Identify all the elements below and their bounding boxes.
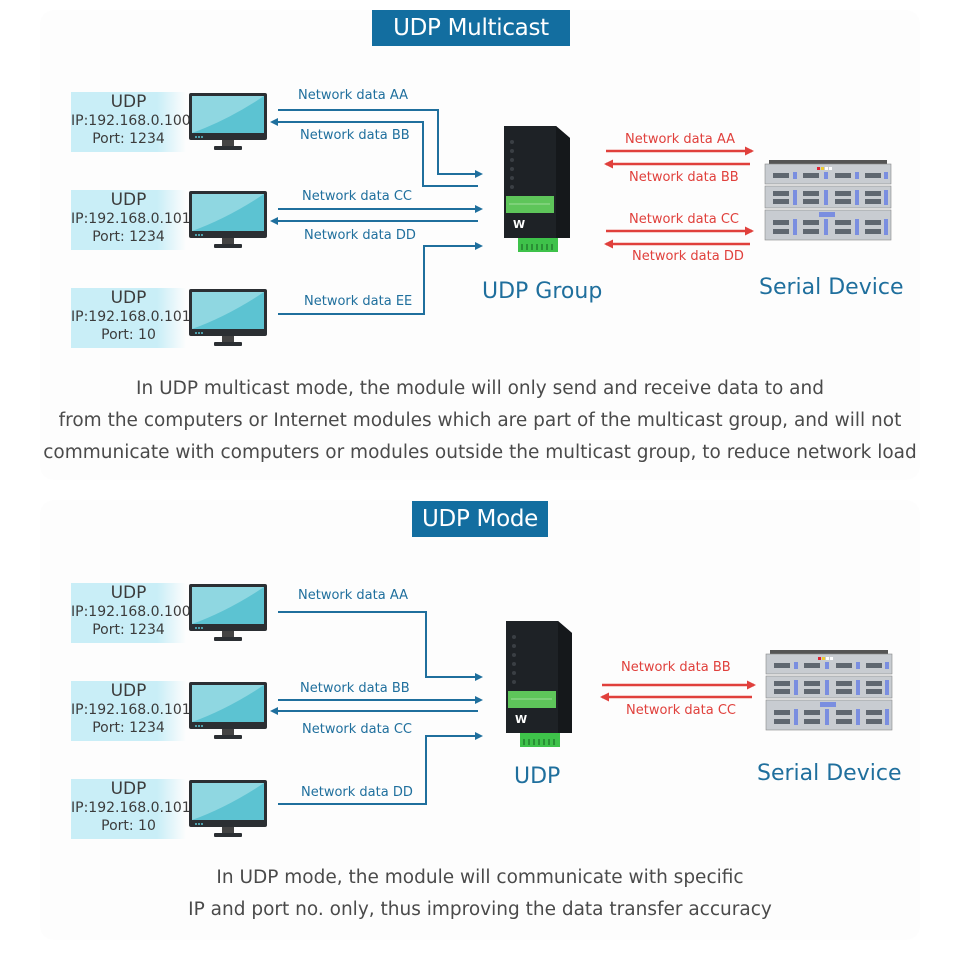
udp-module-device-icon: W: [506, 621, 572, 747]
link-label: Network data BB: [300, 681, 410, 696]
link-label: Network data CC: [629, 212, 739, 227]
pc-protocol: UDP: [110, 190, 147, 210]
link-label: Network data CC: [302, 189, 412, 204]
pc-ip: IP:192.168.0.101: [71, 211, 191, 227]
multicast-description: In UDP multicast mode, the module will o…: [40, 373, 920, 469]
pc-protocol: UDP: [110, 681, 147, 701]
pc-ip: IP:192.168.0.100: [71, 113, 191, 129]
pc-port: Port: 10: [101, 818, 156, 834]
link-label: Network data BB: [300, 128, 410, 143]
link-label: Network data DD: [304, 228, 416, 243]
link-label: Network data AA: [298, 588, 408, 603]
pc-port: Port: 10: [101, 327, 156, 343]
pc-label: UDP IP:192.168.0.100 Port: 1234: [71, 583, 191, 643]
link-label: Network data CC: [626, 703, 736, 718]
link-label: Network data AA: [298, 88, 408, 103]
pc-ip: IP:192.168.0.101: [71, 309, 191, 325]
link-label: Network data EE: [304, 294, 413, 309]
pc-port: Port: 1234: [92, 131, 165, 147]
serial-device-server-icon: [765, 650, 893, 731]
description-line: from the computers or Internet modules w…: [58, 410, 902, 431]
monitor-icon: [189, 584, 267, 641]
description-line: communicate with computers or modules ou…: [43, 442, 917, 463]
pc-ip: IP:192.168.0.101: [71, 702, 191, 718]
serial-device-caption: Serial Device: [757, 761, 902, 786]
link-label: Network data BB: [629, 170, 739, 185]
pc-label: UDP IP:192.168.0.101 Port: 10: [71, 288, 191, 348]
udp-module-device-icon: W: [504, 126, 570, 252]
description-line: In UDP mode, the module will communicate…: [216, 867, 744, 888]
pc-label: UDP IP:192.168.0.100 Port: 1234: [71, 92, 191, 152]
link-line: [270, 118, 478, 187]
monitor-icon: [189, 780, 267, 837]
serial-device-server-icon: [764, 160, 892, 241]
pc-label: UDP IP:192.168.0.101 Port: 1234: [71, 681, 191, 741]
svg-text:W: W: [513, 218, 525, 231]
module-caption: UDP: [514, 764, 561, 789]
description-line: IP and port no. only, thus improving the…: [188, 899, 772, 920]
pc-ip: IP:192.168.0.100: [71, 604, 191, 620]
monitor-icon: [189, 93, 267, 150]
link-line: [278, 109, 483, 178]
link-label: Network data DD: [301, 785, 413, 800]
pc-protocol: UDP: [110, 779, 147, 799]
section-title-multicast: UDP Multicast: [372, 10, 570, 46]
pc-label: UDP IP:192.168.0.101 Port: 10: [71, 779, 191, 839]
pc-port: Port: 1234: [92, 720, 165, 736]
monitor-icon: [189, 289, 267, 346]
pc-port: Port: 1234: [92, 622, 165, 638]
udp-mode-description: In UDP mode, the module will communicate…: [40, 862, 920, 926]
svg-text:W: W: [515, 713, 527, 726]
link-line: [278, 611, 483, 681]
module-caption: UDP Group: [482, 279, 603, 304]
link-label: Network data AA: [625, 132, 735, 147]
pc-protocol: UDP: [110, 288, 147, 308]
pc-protocol: UDP: [110, 92, 147, 112]
monitor-icon: [189, 682, 267, 739]
serial-device-caption: Serial Device: [759, 275, 904, 300]
link-line: [278, 732, 483, 805]
description-line: In UDP multicast mode, the module will o…: [136, 378, 824, 399]
link-label: Network data CC: [302, 722, 412, 737]
link-label: Network data BB: [621, 660, 731, 675]
link-line: [278, 242, 483, 315]
pc-port: Port: 1234: [92, 229, 165, 245]
pc-label: UDP IP:192.168.0.101 Port: 1234: [71, 190, 191, 250]
pc-ip: IP:192.168.0.101: [71, 800, 191, 816]
section-title-udp-mode: UDP Mode: [412, 501, 548, 537]
monitor-icon: [189, 191, 267, 248]
link-label: Network data DD: [632, 249, 744, 264]
pc-protocol: UDP: [110, 583, 147, 603]
